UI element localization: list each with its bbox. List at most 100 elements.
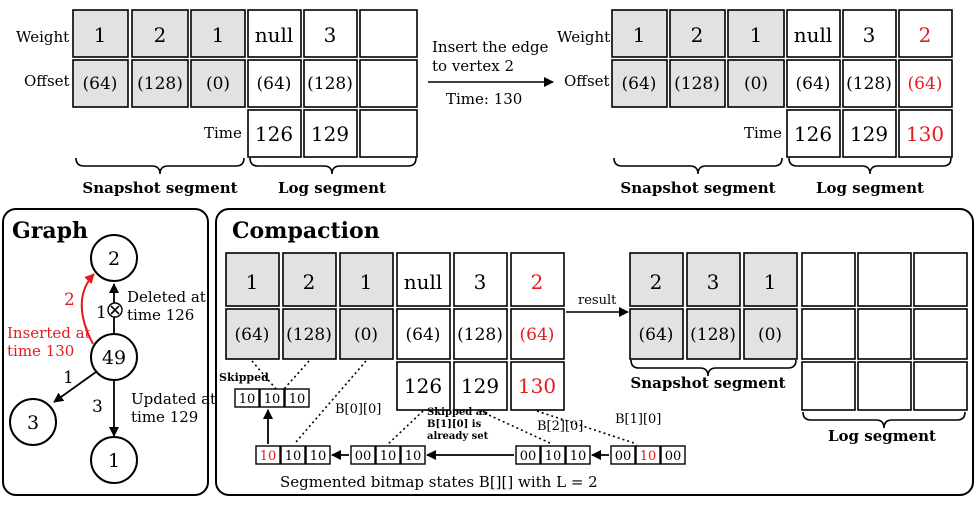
result-label: result — [578, 293, 617, 308]
log-time-cell — [247, 109, 302, 158]
bitmap-value: 10 — [264, 392, 281, 407]
snapshot-offset-value: (64) — [83, 74, 118, 94]
inserted-edge — [80, 273, 95, 345]
bitmap-cell — [565, 445, 591, 465]
log-weight-value: 3 — [324, 23, 337, 47]
left-edge — [53, 371, 97, 403]
snapshot-offset-cell — [190, 59, 246, 108]
weight-cell — [396, 252, 451, 307]
result-offset-value: (64) — [639, 325, 674, 345]
b00-label: B[0][0] — [335, 402, 381, 417]
log-weight-value: null — [255, 23, 294, 47]
result-weight-cell — [629, 252, 684, 307]
snapshot-offset-cell — [669, 59, 726, 108]
snapshot-brace — [613, 157, 783, 175]
snapshot-offset-value: (64) — [622, 74, 657, 94]
offset-row-label: Offset — [24, 72, 70, 90]
arrow-note-line2: to vertex 2 — [432, 57, 514, 75]
time-cell — [396, 361, 451, 411]
result-log-cell — [801, 252, 856, 307]
snapshot-weight-cell — [72, 9, 129, 58]
dotted-connector — [251, 360, 277, 390]
b10-label: B[1][0] — [615, 412, 661, 427]
insert-arrow-note: Insert the edge to vertex 2 Time: 130 — [428, 38, 554, 108]
edge-weight: 1 — [96, 303, 107, 323]
snapshot-offset-value: (0) — [744, 74, 768, 94]
result-log-cell — [857, 308, 912, 360]
offset-cell — [453, 308, 508, 360]
snapshot-segment-label: Snapshot segment — [620, 179, 775, 197]
result-log-cell — [913, 361, 968, 411]
bitmap-cell — [515, 445, 541, 465]
log-weight-value: null — [794, 23, 833, 47]
offset-cell — [225, 308, 280, 360]
snapshot-weight-value: 2 — [154, 23, 167, 47]
deleted-note: Deleted at — [127, 288, 206, 306]
inserted-note: time 130 — [7, 342, 74, 360]
bitmap-value: 10 — [545, 449, 562, 464]
log-time-cell — [898, 109, 953, 158]
edge-weight: 1 — [63, 368, 74, 388]
log-segment-label: Log segment — [816, 179, 924, 197]
result-log-brace — [802, 411, 966, 429]
compaction-title: Compaction — [232, 218, 380, 244]
log-offset-value: (128) — [307, 74, 353, 94]
result-log-cell — [913, 308, 968, 360]
time-cell — [453, 361, 508, 411]
arrow-note-time: Time: 130 — [446, 90, 522, 108]
snapshot-offset-value: (0) — [206, 74, 230, 94]
log-weight-cell — [303, 9, 358, 58]
deleted-note: time 126 — [127, 306, 194, 324]
bitmap-cell — [280, 445, 306, 465]
log-offset-cell — [842, 59, 897, 108]
result-offset-cell — [629, 308, 684, 360]
result-log-cell — [857, 252, 912, 307]
node-label: 1 — [108, 450, 120, 472]
weight-cell — [510, 252, 565, 307]
log-offset-value-new: (64) — [908, 74, 943, 94]
offset-value-new: (64) — [520, 325, 555, 345]
node-label: 2 — [108, 248, 120, 270]
top-right-array: Weight Offset Time 1 2 1 (64) (128) (0) … — [557, 9, 953, 197]
compaction-panel-border — [215, 208, 974, 496]
snapshot-offset-cell — [72, 59, 129, 108]
log-time-cell — [786, 109, 841, 158]
log-time-cell — [842, 109, 897, 158]
weight-cell — [339, 252, 394, 307]
dotted-connector — [283, 360, 310, 390]
log-weight-cell — [898, 9, 953, 58]
top-left-array: Weight Offset Time 1 2 1 (64) (128) (0) … — [16, 9, 418, 197]
snapshot-weight-value: 1 — [633, 23, 646, 47]
log-weight-cell — [247, 9, 302, 58]
snapshot-weight-cell — [611, 9, 668, 58]
log-weight-cell — [842, 9, 897, 58]
bitmap-b3: 00 10 00 — [610, 445, 686, 465]
log-time-value: 129 — [850, 122, 888, 146]
snapshot-weight-cell — [727, 9, 785, 58]
dotted-connector — [479, 410, 553, 445]
bitmap-cell — [635, 445, 661, 465]
bitmap-cell — [660, 445, 686, 465]
log-offset-cell — [303, 59, 358, 108]
node-label: 49 — [102, 347, 126, 369]
deleted-x-icon — [110, 305, 120, 315]
bitmap-value: 10 — [310, 449, 327, 464]
weight-value: 3 — [474, 270, 487, 294]
log-offset-cell — [247, 59, 302, 108]
bitmap-cell — [400, 445, 426, 465]
graph-panel-border — [2, 208, 209, 496]
time-value: 126 — [404, 374, 442, 398]
log-time-cell — [303, 109, 358, 158]
offset-value: (128) — [286, 325, 332, 345]
bitmap-value: 10 — [239, 392, 256, 407]
bitmap-cell — [350, 445, 376, 465]
skipped-as-note: already set — [427, 431, 489, 442]
graph-node — [90, 234, 138, 282]
result-log-cell — [913, 252, 968, 307]
skipped-as-note: Skipped as — [427, 407, 488, 418]
log-weight-cell — [359, 9, 418, 58]
snapshot-weight-value: 1 — [94, 23, 107, 47]
bitmap-b1: 00 10 10 — [350, 445, 426, 465]
graph-node — [9, 398, 57, 446]
